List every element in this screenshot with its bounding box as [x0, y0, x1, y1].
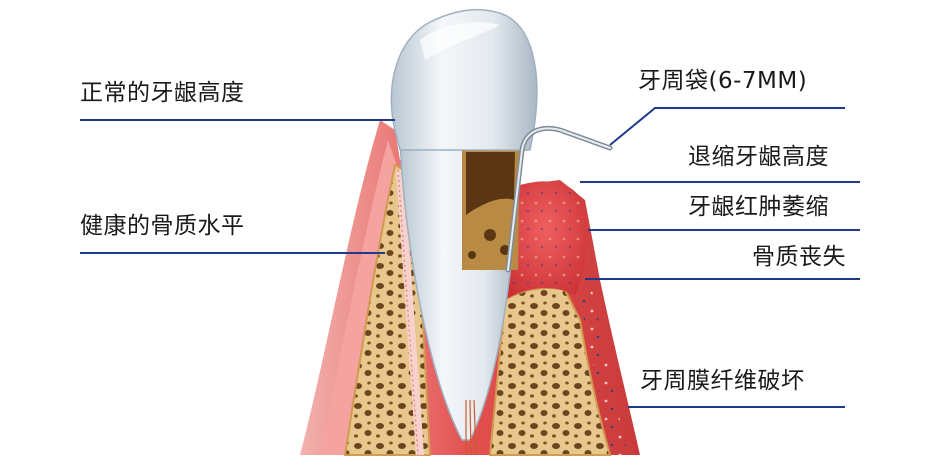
label-receding-gum-height: 退缩牙龈高度: [688, 144, 829, 170]
label-ligament-destruction: 牙周膜纤维破坏: [640, 368, 805, 394]
label-periodontal-pocket: 牙周袋(6-7MM): [638, 68, 808, 94]
label-healthy-bone-level: 健康的骨质水平: [80, 213, 245, 239]
label-swollen-gum: 牙龈红肿萎缩: [688, 194, 829, 220]
label-bone-loss: 骨质丧失: [752, 244, 846, 270]
bone-loss-area: [488, 287, 612, 456]
label-normal-gum-height: 正常的牙龈高度: [80, 80, 245, 106]
